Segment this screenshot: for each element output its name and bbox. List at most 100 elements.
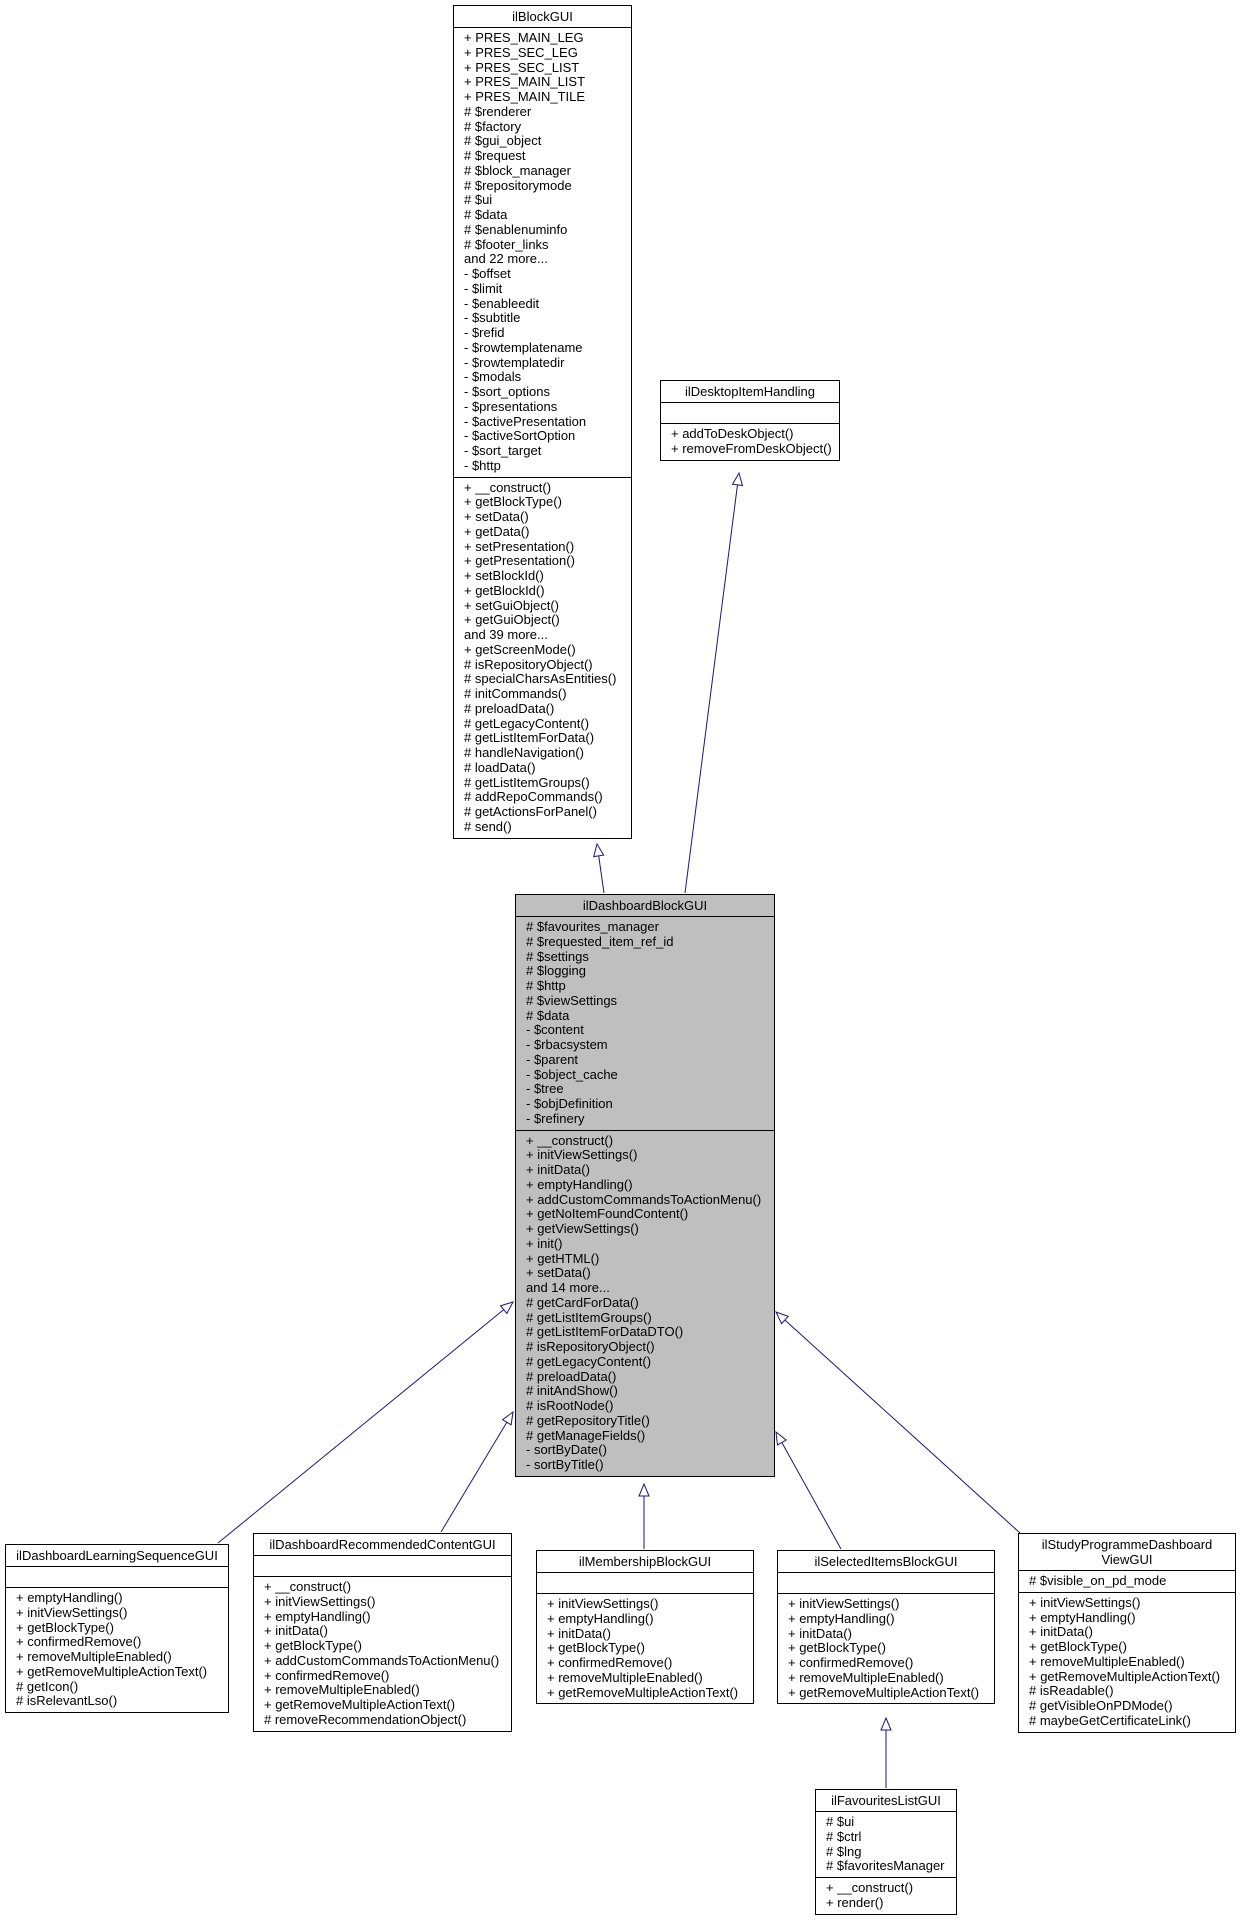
method-item[interactable]: and 39 more... [464,627,548,642]
class-title[interactable]: ilBlockGUI [454,6,631,28]
method-item: + getBlockType() [788,1640,886,1656]
class-title[interactable]: ilDashboardBlockGUI [516,895,774,917]
method-item: # getLegacyContent() [526,1353,652,1369]
class-title[interactable]: ilDesktopItemHandling [661,381,839,403]
attribute-item: # $ctrl [826,1828,862,1844]
inheritance-edge [784,1319,1021,1534]
method-item: # isRelevantLso() [16,1693,118,1709]
class-ilMembershipBlockGUI[interactable]: ilMembershipBlockGUI+ initViewSettings()… [536,1550,754,1705]
method-item: + init() [526,1235,563,1251]
class-title[interactable]: ilDashboardRecommendedContentGUI [254,1534,511,1556]
method-item: + emptyHandling() [788,1610,895,1626]
method-item: + getRemoveMultipleActionText() [1029,1668,1221,1684]
class-ilDesktopItemHandling[interactable]: ilDesktopItemHandling+ addToDeskObject()… [660,380,840,461]
attribute-item: # $data [526,1007,570,1023]
attribute-item: # $factory [464,118,522,134]
method-item: + getBlockId() [464,582,545,598]
method-item: - sortByDate() [526,1442,607,1458]
method-item: # initCommands() [464,686,567,701]
attribute-item: + PRES_MAIN_LEG [464,30,584,45]
attribute-item: # $favoritesManager [826,1858,945,1874]
method-item: + initData() [264,1623,328,1639]
class-ilBlockGUI[interactable]: ilBlockGUI+ PRES_MAIN_LEG+ PRES_SEC_LEG+… [453,5,632,839]
attribute-item: - $enableedit [464,295,540,311]
method-item: + initViewSettings() [526,1147,638,1163]
attribute-item: # $ui [464,192,493,208]
method-item: + confirmedRemove() [547,1655,673,1670]
attribute-item[interactable]: and 22 more... [464,251,548,267]
method-item: + initViewSettings() [16,1604,128,1620]
class-ilFavouritesListGUI[interactable]: ilFavouritesListGUI# $ui# $ctrl# $lng# $… [815,1789,957,1915]
method-item: + addCustomCommandsToActionMenu() [526,1191,762,1207]
method-item: + initData() [788,1625,852,1641]
method-item: # getLegacyContent() [464,715,590,731]
class-ilDashboardBlockGUI[interactable]: ilDashboardBlockGUI# $favourites_manager… [515,894,775,1477]
method-item: # getActionsForPanel() [464,804,597,819]
method-item: # isRepositoryObject() [526,1339,655,1354]
attribute-item: - $activePresentation [464,413,587,429]
attribute-item: # $logging [526,963,586,979]
method-item: + __construct() [526,1132,614,1148]
method-item: + getRemoveMultipleActionText() [264,1697,456,1712]
inheritance-arrowhead [638,1482,650,1497]
method-item: + getBlockType() [464,494,562,510]
class-title[interactable]: ilDashboardLearningSequenceGUI [6,1545,228,1567]
class-title[interactable]: ilFavouritesListGUI [816,1790,956,1812]
attribute-item: # $requested_item_ref_id [526,933,674,949]
method-item: + getRemoveMultipleActionText() [16,1663,208,1679]
method-item: + getScreenMode() [464,641,576,657]
method-item: # getListItemGroups() [526,1309,652,1325]
method-item: + removeMultipleEnabled() [788,1669,944,1685]
methods-section: + initViewSettings()+ emptyHandling()+ i… [1019,1591,1235,1732]
attribute-item: - $activeSortOption [464,428,576,444]
methods-section: + initViewSettings()+ emptyHandling()+ i… [778,1593,994,1703]
class-ilStudyProgrammeDashboardViewGUI[interactable]: ilStudyProgrammeDashboard ViewGUI# $visi… [1018,1533,1236,1733]
method-item: + setBlockId() [464,568,544,583]
attribute-item: - $rowtemplatedir [464,354,565,370]
method-item: + getBlockType() [547,1640,645,1656]
attribute-item: - $content [526,1022,584,1038]
class-title[interactable]: ilMembershipBlockGUI [537,1551,753,1573]
method-item: # send() [464,818,512,834]
methods-section: + __construct()+ initViewSettings()+ emp… [254,1576,511,1731]
method-item: + removeMultipleEnabled() [264,1682,420,1698]
method-item: # getRepositoryTitle() [526,1412,650,1428]
class-ilSelectedItemsBlockGUI[interactable]: ilSelectedItemsBlockGUI + initViewSetting… [777,1550,995,1705]
attribute-item: - $rbacsystem [526,1037,608,1052]
inheritance-edge [440,1422,508,1533]
class-title[interactable]: ilStudyProgrammeDashboard ViewGUI [1019,1534,1235,1571]
attributes-section [778,1573,994,1593]
method-item: + removeMultipleEnabled() [16,1649,172,1664]
method-item: # getListItemForDataDTO() [526,1324,684,1340]
attribute-item: # $repositorymode [464,177,572,193]
attribute-item: - $objDefinition [526,1096,613,1111]
method-item: # getListItemForData() [464,730,595,746]
method-item: + initData() [526,1162,590,1177]
attribute-item: - $sort_options [464,384,550,399]
inheritance-arrowhead [501,1410,514,1426]
class-ilDashboardRecommendedContentGUI[interactable]: ilDashboardRecommendedContentGUI + __cons… [253,1533,512,1732]
method-item: + confirmedRemove() [264,1667,390,1683]
method-item: + confirmedRemove() [16,1634,142,1650]
inheritance-edge [598,855,605,894]
attribute-item: # $viewSettings [526,992,618,1008]
method-item: - sortByTitle() [526,1457,604,1472]
method-item: # isRepositoryObject() [464,656,593,672]
method-item: # getManageFields() [526,1427,646,1443]
attribute-item: - $presentations [464,398,558,414]
method-item: # removeRecommendationObject() [264,1711,467,1727]
attributes-section [254,1556,511,1576]
inheritance-edge [781,1442,842,1550]
method-item[interactable]: and 14 more... [526,1280,610,1295]
method-item: # getCardForData() [526,1294,639,1310]
attribute-item: # $renderer [464,103,532,119]
inheritance-arrowhead [731,471,744,487]
class-ilDashboardLearningSequenceGUI[interactable]: ilDashboardLearningSequenceGUI+ emptyHan… [5,1544,229,1713]
attribute-item: # $settings [526,948,589,964]
attributes-section [537,1573,753,1593]
method-item: + setData() [464,509,529,524]
class-title[interactable]: ilSelectedItemsBlockGUI [778,1551,994,1573]
method-item: # isRootNode() [526,1398,614,1413]
method-item: + __construct() [264,1579,352,1594]
